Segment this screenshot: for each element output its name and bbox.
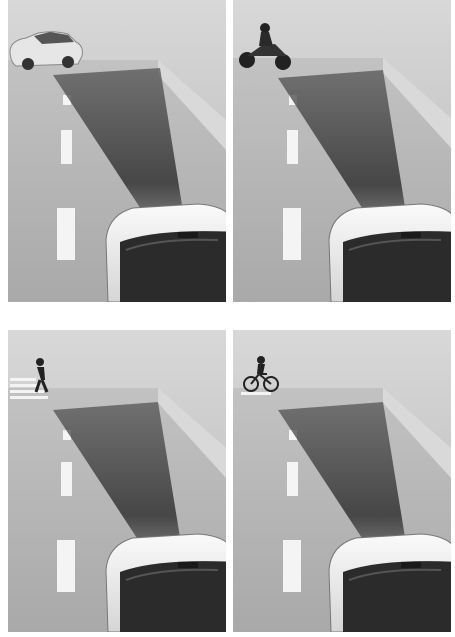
scene-pedestrian (8, 330, 226, 632)
scene-panel-pedestrian (8, 330, 226, 632)
scene-panel-bicycle (233, 330, 451, 632)
ego-vehicle (329, 204, 451, 302)
scene-bicycle (233, 330, 451, 632)
scene-car (8, 0, 226, 302)
scene-panel-motorcycle (233, 0, 451, 302)
scene-panel-car (8, 0, 226, 302)
ego-vehicle (106, 534, 226, 632)
ego-vehicle (106, 204, 226, 302)
scene-motorcycle (233, 0, 451, 302)
ego-vehicle (329, 534, 451, 632)
